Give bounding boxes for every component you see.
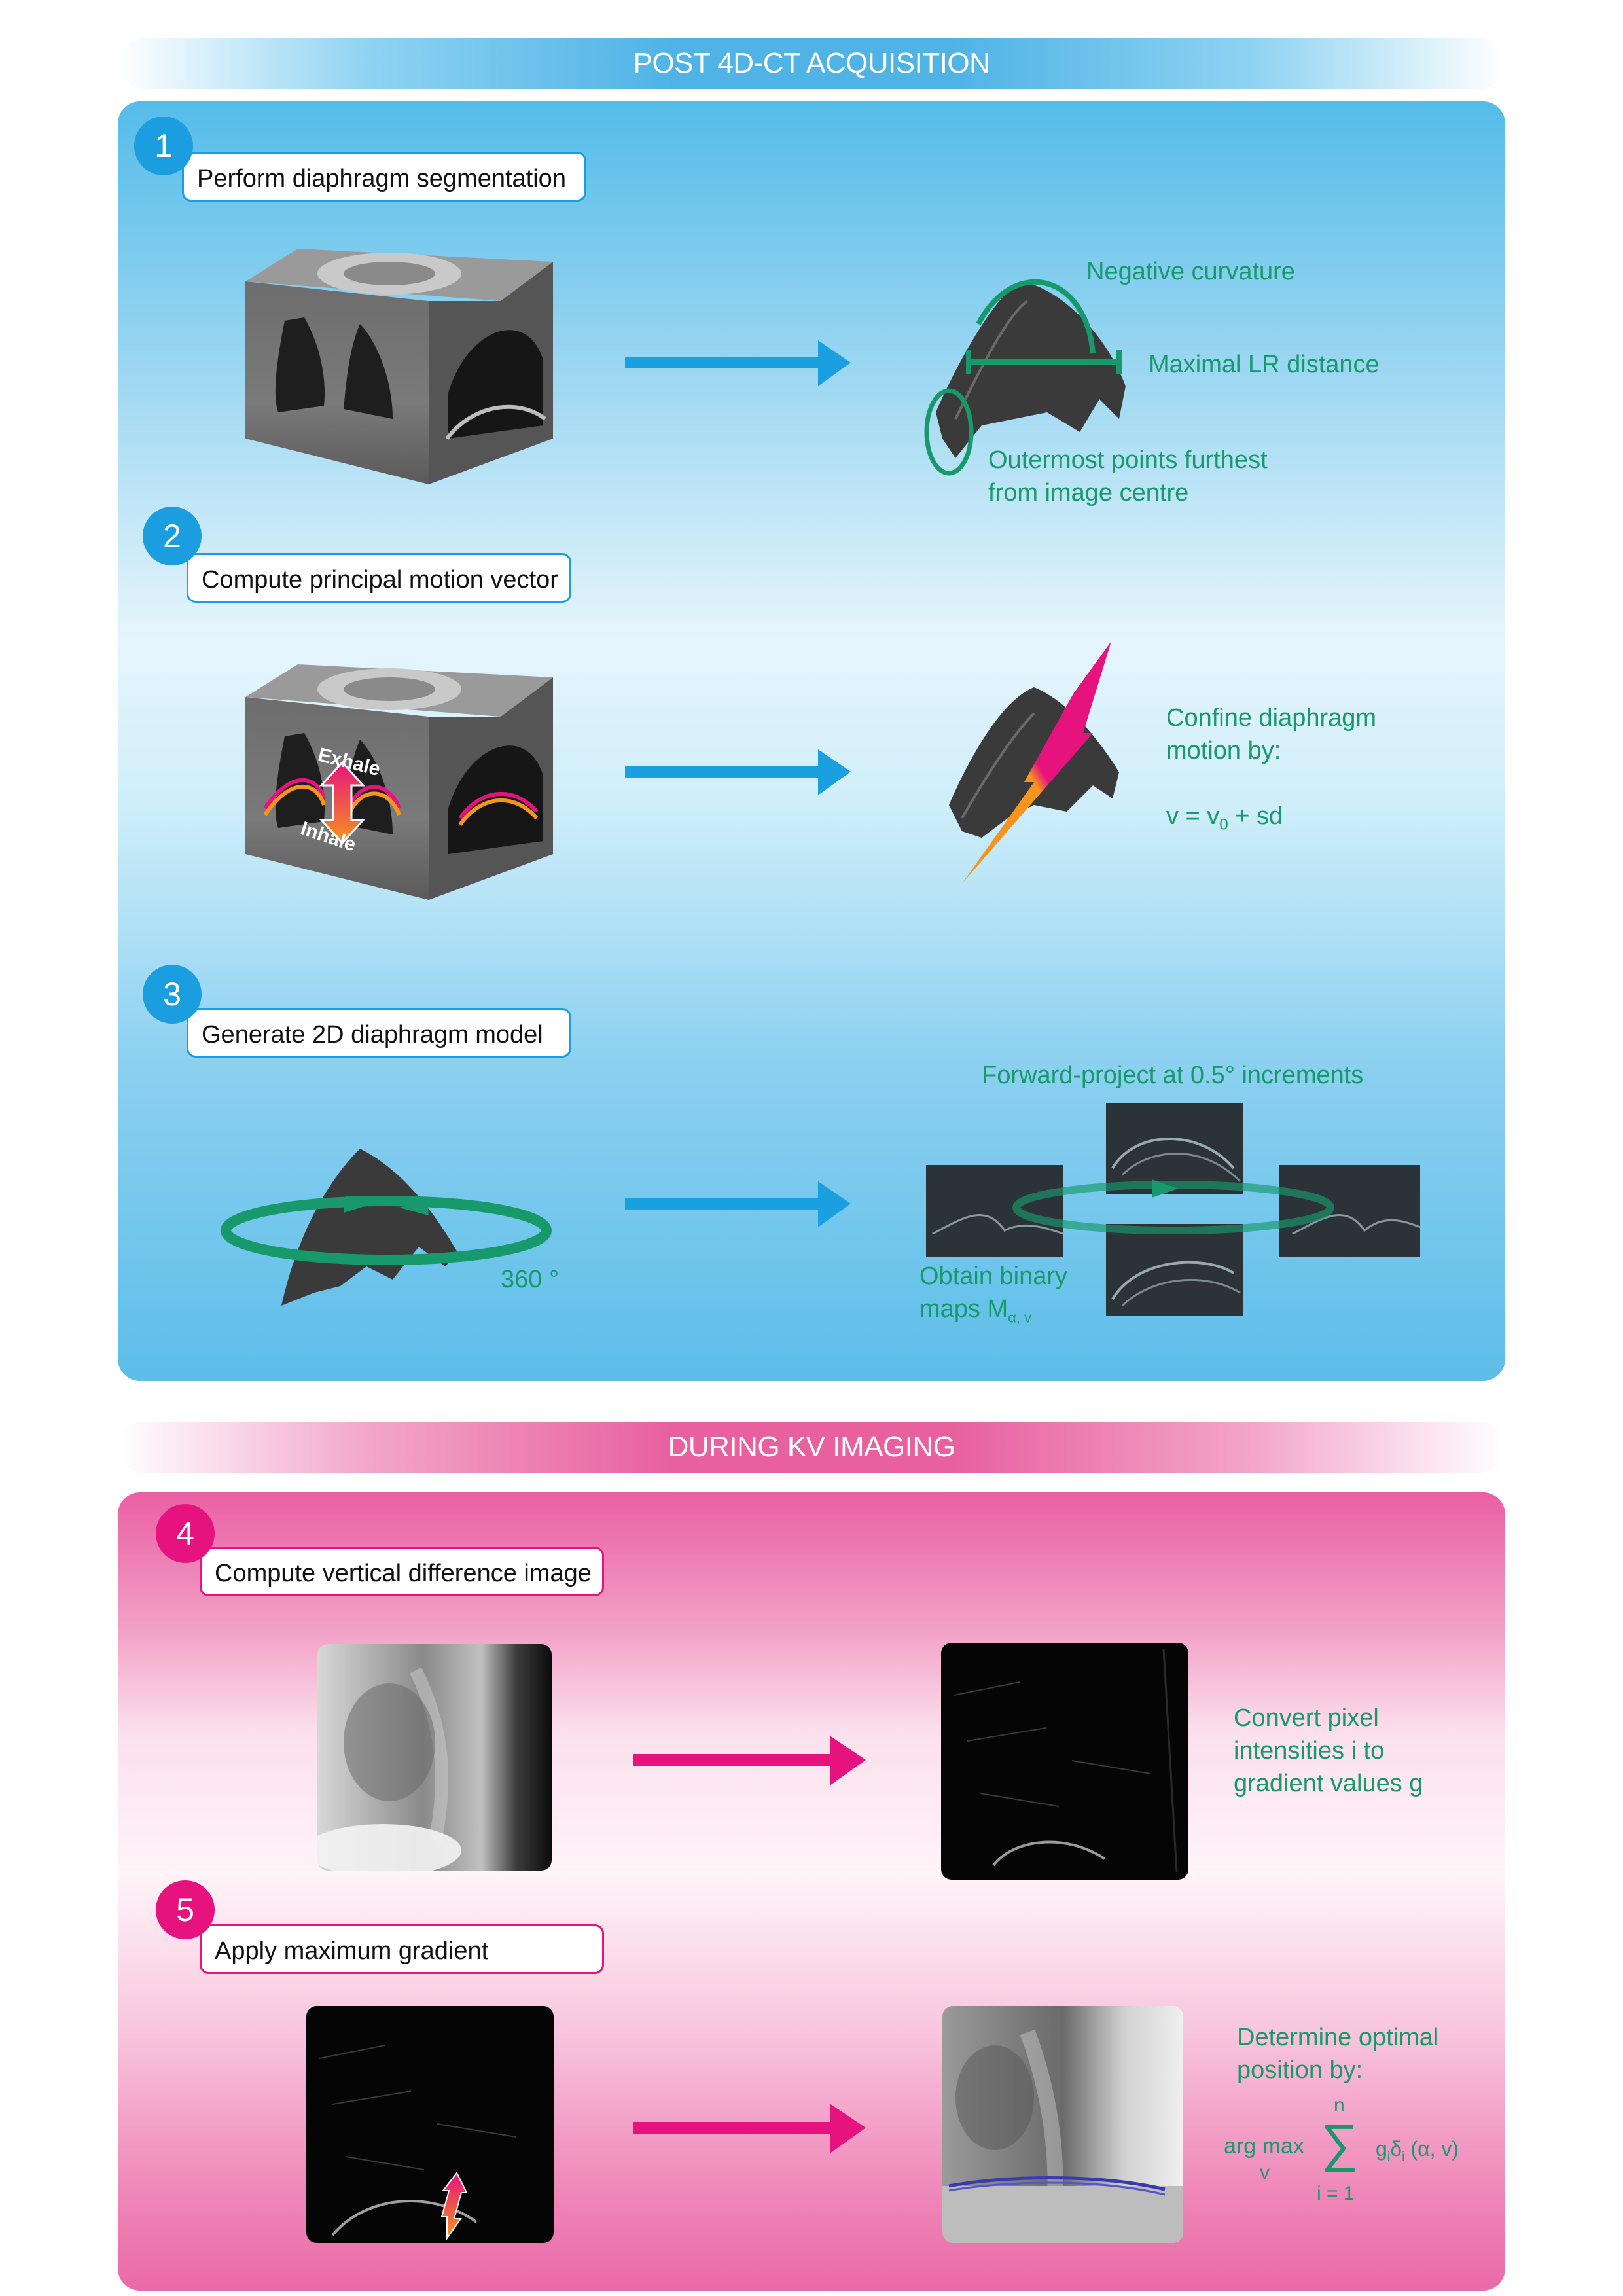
label-negative-curvature: Negative curvature bbox=[1086, 258, 1295, 285]
label-convert-line1: Convert pixel bbox=[1234, 1704, 1379, 1732]
eq-v-sub: 0 bbox=[1219, 816, 1228, 834]
step-5-label: Apply maximum gradient bbox=[200, 1924, 604, 1974]
formula-term-sub2: i bbox=[1402, 2149, 1405, 2164]
banner-post-4dct: POST 4D-CT ACQUISITION bbox=[118, 38, 1505, 89]
step-2-label: Compute principal motion vector bbox=[187, 553, 571, 603]
formula-argmax-sub: v bbox=[1260, 2162, 1270, 2183]
ct-volume-cube bbox=[245, 249, 553, 484]
step-2-number: 2 bbox=[143, 507, 202, 565]
vertical-difference-image bbox=[941, 1643, 1188, 1880]
step-3-arrow bbox=[625, 1181, 851, 1227]
step-3-number: 3 bbox=[143, 965, 202, 1024]
step-1-label: Perform diaphragm segmentation bbox=[182, 152, 586, 202]
formula-sum-top: n bbox=[1334, 2094, 1345, 2116]
formula-argmax: arg max bbox=[1224, 2134, 1304, 2159]
step-4-arrow bbox=[633, 1736, 866, 1785]
banner-during-kv-imaging: DURING KV IMAGING bbox=[118, 1422, 1505, 1473]
step-1-number: 1 bbox=[134, 117, 193, 175]
formula-sum-symbol: ∑ bbox=[1321, 2114, 1359, 2172]
label-360-degrees: 360 ° bbox=[501, 1266, 560, 1293]
formula-term-delta: δ bbox=[1390, 2137, 1402, 2161]
diaphragm-motion-vector bbox=[949, 641, 1119, 884]
kv-xray-image bbox=[317, 1644, 552, 1871]
step-1-arrow bbox=[625, 340, 851, 386]
eq-rest: + sd bbox=[1228, 802, 1283, 830]
label-binary-sub: α, v bbox=[1008, 1309, 1032, 1326]
label-binary-line2: maps M bbox=[919, 1295, 1008, 1323]
label-determine-line2: position by: bbox=[1237, 2056, 1363, 2084]
step-4-number: 4 bbox=[156, 1504, 215, 1563]
optimization-formula: arg max v n ∑ i = 1 giδi (α, v) bbox=[1224, 2091, 1486, 2209]
formula-sum-bottom: i = 1 bbox=[1317, 2183, 1355, 2204]
step-4-label: Compute vertical difference image bbox=[200, 1547, 604, 1596]
step-5-arrow bbox=[633, 2104, 866, 2153]
formula-term: giδi (α, v) bbox=[1376, 2137, 1459, 2164]
step-2-arrow bbox=[625, 749, 851, 795]
label-determine-line1: Determine optimal bbox=[1237, 2024, 1439, 2051]
label-outermost-line2: from image centre bbox=[988, 479, 1189, 507]
ct-volume-motion-cube bbox=[245, 664, 553, 900]
eq-v: v = v bbox=[1166, 802, 1220, 830]
formula-term-g: g bbox=[1376, 2137, 1387, 2161]
step-3-label: Generate 2D diaphragm model bbox=[187, 1008, 571, 1058]
diaphragm-segmentation-model bbox=[924, 279, 1126, 476]
label-maximal-lr-distance: Maximal LR distance bbox=[1149, 351, 1380, 378]
optimal-position-image bbox=[942, 2006, 1183, 2243]
step-5-number: 5 bbox=[156, 1880, 215, 1939]
label-binary-maps: maps Mα, v bbox=[919, 1293, 1031, 1335]
diaphragm-rotation-model bbox=[221, 1149, 552, 1306]
label-outermost-line1: Outermost points furthest bbox=[988, 446, 1268, 474]
formula-term-sub1: i bbox=[1387, 2149, 1391, 2164]
label-confine-line1: Confine diaphragm bbox=[1166, 704, 1377, 732]
label-convert-line3: gradient values g bbox=[1234, 1770, 1423, 1797]
equation-motion: v = v0 + sd bbox=[1166, 800, 1283, 842]
label-confine-line2: motion by: bbox=[1166, 737, 1281, 764]
label-binary-line1: Obtain binary bbox=[919, 1263, 1068, 1290]
maximum-gradient-image bbox=[306, 2006, 554, 2243]
label-forward-project: Forward-project at 0.5° increments bbox=[982, 1062, 1364, 1089]
label-convert-line2: intensities i to bbox=[1234, 1737, 1385, 1765]
projection-maps bbox=[926, 1103, 1421, 1316]
formula-term-rest: (α, v) bbox=[1404, 2137, 1459, 2161]
